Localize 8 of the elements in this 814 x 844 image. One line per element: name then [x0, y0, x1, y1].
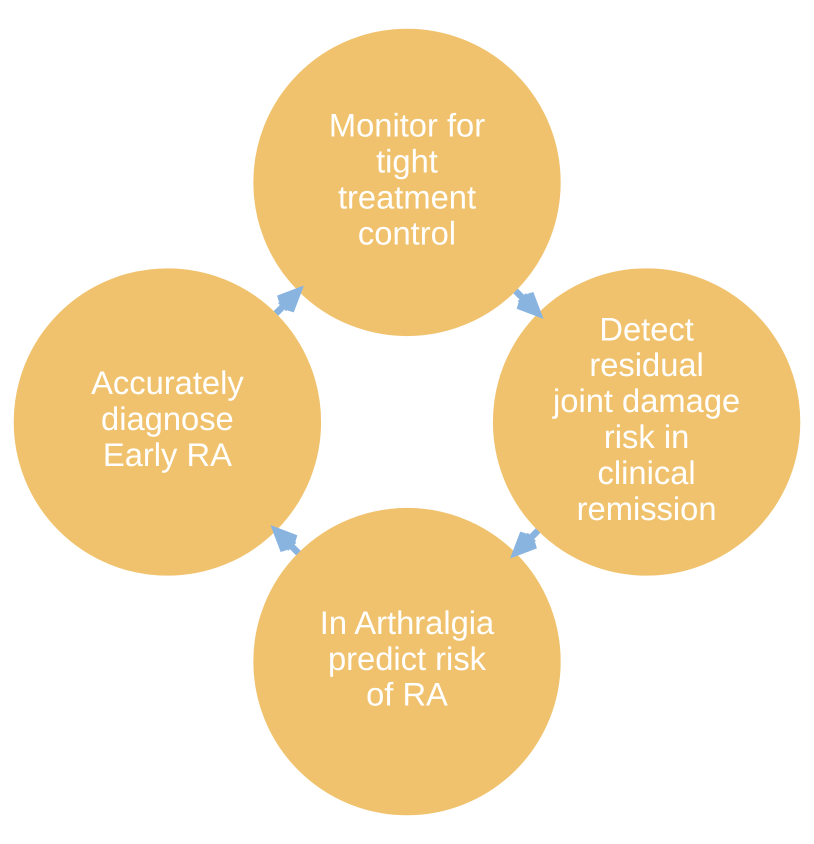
arrow: [513, 288, 542, 317]
node-circle: In Arthralgia predict risk of RA: [253, 508, 561, 816]
arrow: [274, 288, 302, 316]
node-circle: Monitor for tight treatment control: [253, 28, 561, 336]
arrow: [272, 527, 301, 556]
arrow: [512, 528, 540, 556]
node-circle: Detect residual joint damage risk in clinical remission: [492, 268, 800, 576]
node-circle: Accurately diagnose Early RA: [14, 268, 322, 576]
